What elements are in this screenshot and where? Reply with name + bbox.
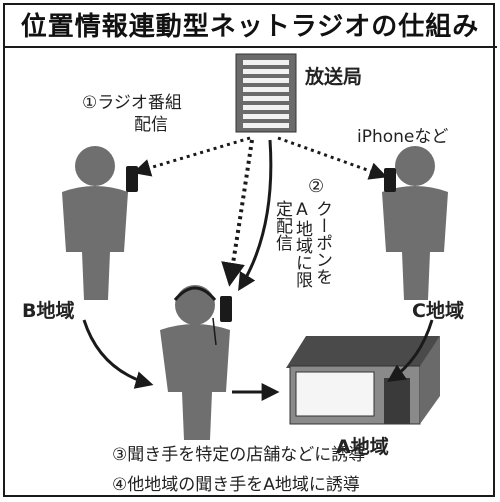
iphone-label: iPhoneなど bbox=[357, 127, 449, 147]
step2-coupon-arrows bbox=[221, 139, 273, 292]
step1-broadcast-arrows bbox=[132, 136, 388, 180]
step1-label-line1: ①ラジオ番組 bbox=[82, 93, 182, 113]
station-label: 放送局 bbox=[305, 66, 363, 88]
step3-label: ③聞き手を特定の店舗などに誘導 bbox=[112, 445, 366, 465]
step1-label-line2: 配信 bbox=[134, 115, 168, 135]
step2-label-col1: クーポンを bbox=[312, 200, 332, 285]
step2-number: ② bbox=[308, 176, 325, 197]
diagram-title: 位置情報連動型ネットラジオの仕組み bbox=[20, 12, 480, 42]
region-a-label: A地域 bbox=[336, 436, 389, 458]
listener-b-icon bbox=[62, 146, 138, 300]
shop-icon bbox=[286, 336, 440, 425]
step4-region-arrows bbox=[82, 319, 434, 389]
step2-label-col3: 定配信 bbox=[272, 200, 292, 251]
broadcast-station-icon bbox=[235, 53, 297, 133]
step2-label-col2: A地域に限 bbox=[292, 200, 312, 288]
step4-label: ④他地域の聞き手をA地域に誘導 bbox=[112, 475, 360, 495]
region-c-label: C地域 bbox=[412, 300, 464, 322]
listener-a-icon bbox=[160, 285, 232, 440]
title-divider bbox=[3, 46, 497, 48]
listener-c-icon bbox=[382, 146, 448, 300]
diagram-frame bbox=[3, 3, 495, 497]
region-b-label: B地域 bbox=[22, 300, 75, 322]
